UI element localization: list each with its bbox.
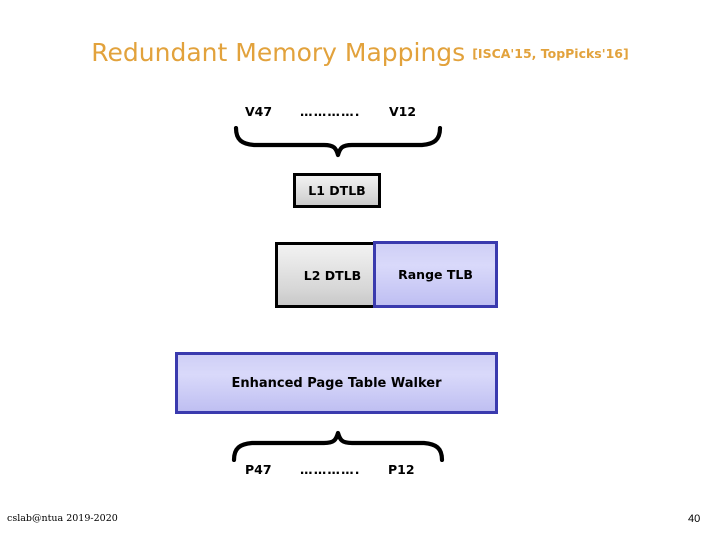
block-range-tlb-label: Range TLB: [398, 267, 473, 282]
virtual-address-right-label: V12: [389, 104, 417, 119]
footer-credit: cslab@ntua 2019-2020: [7, 513, 118, 524]
physical-address-left-label: P47: [245, 462, 272, 477]
block-l2-dtlb-label: L2 DTLB: [303, 267, 362, 283]
block-enhanced-page-table-walker-label: Enhanced Page Table Walker: [231, 375, 442, 391]
block-range-tlb[interactable]: Range TLB: [373, 241, 498, 308]
virtual-address-brace-icon: [232, 125, 444, 163]
physical-address-brace-icon: [230, 430, 446, 467]
virtual-address-ellipsis: ………….: [300, 104, 361, 119]
page-title-citation: [ISCA'15, TopPicks'16]: [472, 46, 629, 61]
block-l1-dtlb[interactable]: L1 DTLB: [293, 173, 381, 208]
virtual-address-left-label: V47: [245, 104, 273, 119]
block-enhanced-page-table-walker[interactable]: Enhanced Page Table Walker: [175, 352, 498, 414]
physical-address-ellipsis: ………….: [300, 462, 361, 477]
page-title: Redundant Memory Mappings [ISCA'15, TopPi…: [0, 38, 720, 67]
physical-address-right-label: P12: [388, 462, 415, 477]
page-title-text: Redundant Memory Mappings: [91, 38, 466, 67]
block-l1-dtlb-label: L1 DTLB: [308, 183, 366, 198]
footer-page-number: 40: [688, 513, 701, 525]
block-l2-dtlb[interactable]: L2 DTLB: [275, 242, 390, 308]
